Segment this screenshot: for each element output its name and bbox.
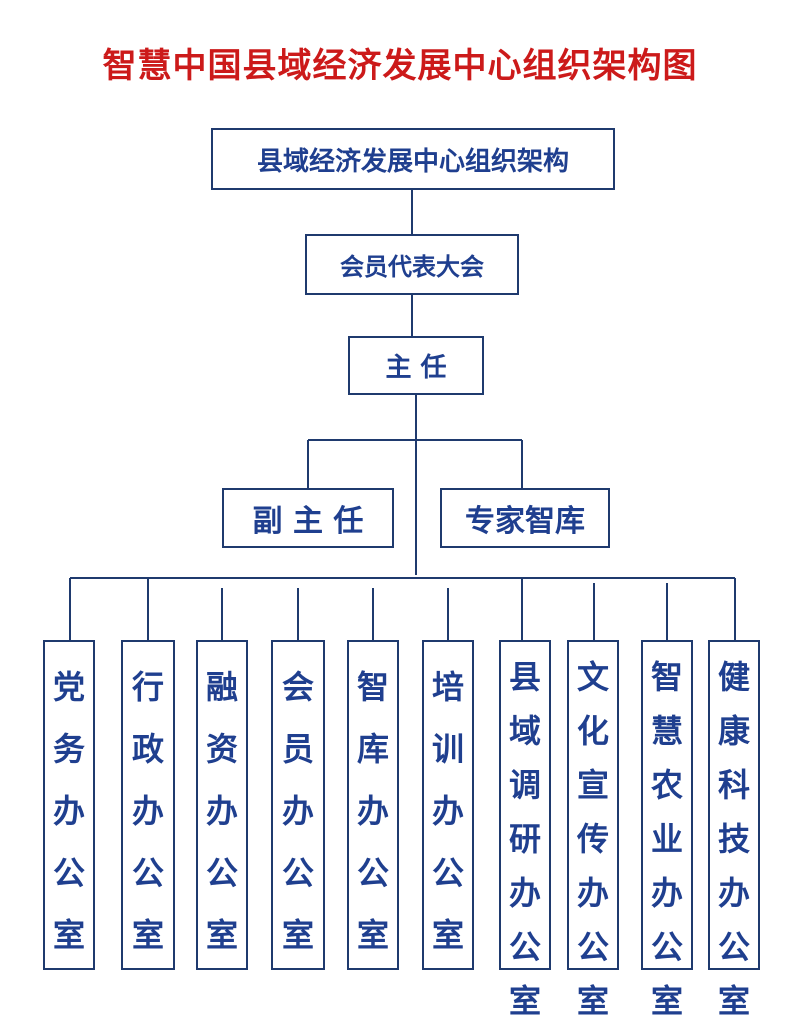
think-tank-node-label: 专家智库 [465,504,585,539]
office-node-5: 智库办公室 [347,640,399,970]
assembly-node-label: 会员代表大会 [340,253,484,281]
page-title: 智慧中国县域经济发展中心组织架构图 [102,46,698,86]
office-node-7: 县域调研办公室 [499,640,551,1020]
office-node-label: 党务办公室 [52,668,85,954]
office-node-label: 健康科技办公室 [717,658,750,1020]
root-node: 县域经济发展中心组织架构 [211,128,615,190]
office-node-3: 融资办公室 [196,640,248,970]
office-node-label: 智库办公室 [356,668,389,954]
director-node-label: 主 任 [385,353,447,383]
office-node-label: 县域调研办公室 [508,658,541,1020]
director-node: 主 任 [348,336,484,395]
deputy-node-label: 副 主 任 [252,504,364,539]
office-node-6: 培训办公室 [422,640,474,970]
office-node-label: 行政办公室 [131,668,164,954]
office-node-label: 文化宣传办公室 [576,658,609,1020]
office-node-8: 文化宣传办公室 [567,640,619,1020]
deputy-node: 副 主 任 [222,488,394,548]
think-tank-node: 专家智库 [440,488,610,548]
office-node-9: 智慧农业办公室 [641,640,693,1020]
office-node-10: 健康科技办公室 [708,640,760,1020]
office-node-label: 会员办公室 [281,668,314,954]
office-node-2: 行政办公室 [121,640,175,970]
office-node-label: 培训办公室 [431,668,464,954]
root-node-label: 县域经济发展中心组织架构 [256,146,569,177]
office-node-4: 会员办公室 [271,640,325,970]
office-node-label: 智慧农业办公室 [650,658,683,1020]
office-node-1: 党务办公室 [43,640,95,970]
assembly-node: 会员代表大会 [305,234,519,295]
office-node-label: 融资办公室 [205,668,238,954]
